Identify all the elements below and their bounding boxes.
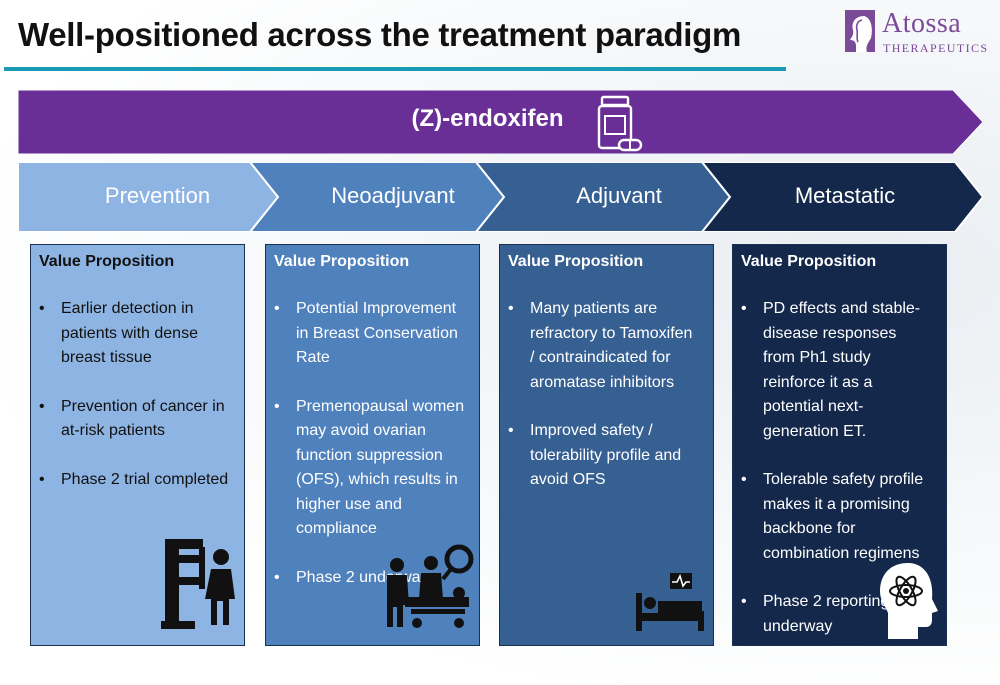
hospital-bed-icon xyxy=(636,573,704,631)
science-head-icon xyxy=(880,563,938,639)
bullet-item: Premenopausal women may avoid ovarian fu… xyxy=(274,395,465,542)
stage-label-metastatic: Metastatic xyxy=(794,183,896,208)
drug-banner xyxy=(18,90,983,154)
bullet-item: Earlier detection in patients with dense… xyxy=(39,297,230,371)
stage-label-neoadjuvant: Neoadjuvant xyxy=(331,183,455,208)
bullet-list: Many patients are refractory to Tamoxife… xyxy=(500,297,713,517)
metastatic-card: Value Proposition PD effects and stable-… xyxy=(732,244,947,646)
neoadjuvant-card: Value Proposition Potential Improvement … xyxy=(265,244,480,646)
logo-emblem-icon xyxy=(845,10,875,52)
stage-arrow-neoadjuvant xyxy=(248,162,506,232)
pill-bottle-icon xyxy=(597,95,643,152)
bullet-item: Potential Improvement in Breast Conserva… xyxy=(274,297,465,371)
bullet-list: Potential Improvement in Breast Conserva… xyxy=(266,297,479,614)
prevention-card: Value Proposition Earlier detection in p… xyxy=(30,244,245,646)
stage-label-prevention: Prevention xyxy=(104,183,211,208)
card-heading: Value Proposition xyxy=(274,253,410,270)
bullet-list: Earlier detection in patients with dense… xyxy=(31,297,244,516)
stage-arrows xyxy=(18,162,983,232)
card-heading: Value Proposition xyxy=(741,253,877,270)
surgery-icon xyxy=(387,544,474,628)
title-underline xyxy=(4,67,786,71)
page-title: Well-positioned across the treatment par… xyxy=(18,16,742,53)
stage-arrow-adjuvant xyxy=(474,162,732,232)
bullet-item: PD effects and stable-disease responses … xyxy=(741,297,932,444)
company-logo: Atossa THERAPEUTICS xyxy=(845,8,989,60)
bullet-item: Prevention of cancer in at-risk patients xyxy=(39,395,230,444)
bullet-item: Tolerable safety profile makes it a prom… xyxy=(741,468,932,566)
card-heading: Value Proposition xyxy=(508,253,644,270)
logo-name: Atossa xyxy=(882,8,962,39)
mammography-icon xyxy=(161,539,235,629)
bullet-item: Improved safety / tolerability profile a… xyxy=(508,419,699,493)
logo-subtitle: THERAPEUTICS xyxy=(883,41,989,55)
bullet-list: PD effects and stable-disease responses … xyxy=(733,297,946,663)
adjuvant-card: Value Proposition Many patients are refr… xyxy=(499,244,714,646)
bullet-item: Phase 2 trial completed xyxy=(39,468,230,493)
stage-arrow-metastatic xyxy=(700,162,983,232)
card-heading: Value Proposition xyxy=(39,253,175,270)
bullet-item: Phase 2 reporting underway xyxy=(741,590,932,639)
stage-label-adjuvant: Adjuvant xyxy=(576,183,662,208)
drug-name: (Z)-endoxifen xyxy=(411,105,564,132)
bullet-item: Many patients are refractory to Tamoxife… xyxy=(508,297,699,395)
